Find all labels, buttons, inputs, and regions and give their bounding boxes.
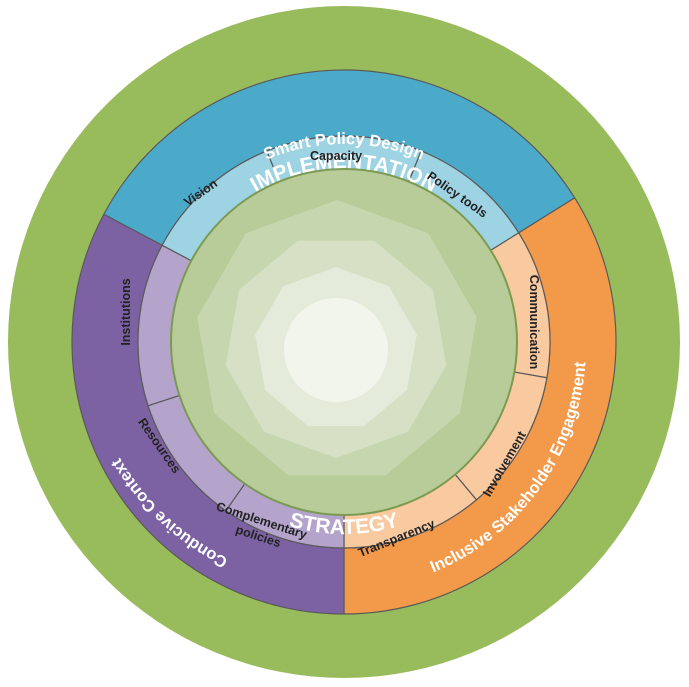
segment-label-institutions: Institutions xyxy=(119,278,133,345)
segment-label-communication: Communication xyxy=(527,275,541,369)
core-center xyxy=(284,298,388,402)
segment-label-capacity: Capacity xyxy=(310,149,362,163)
